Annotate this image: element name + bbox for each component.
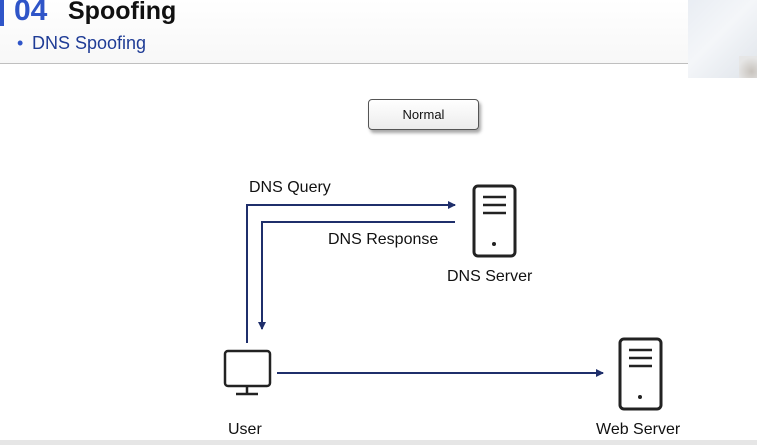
dns-query-arrow <box>246 201 456 343</box>
dns-response-arrow <box>258 221 455 330</box>
web-server-icon <box>618 337 663 411</box>
web-server-label: Web Server <box>596 421 681 438</box>
dns-query-label: DNS Query <box>249 179 331 196</box>
bullet-icon: • <box>17 33 24 53</box>
user-label: User <box>228 421 262 438</box>
slide-header <box>0 0 757 64</box>
slide-title: Spoofing <box>68 0 177 25</box>
dns-server-icon <box>472 184 517 258</box>
header-divider <box>0 63 757 64</box>
section-accent-bar <box>0 0 4 26</box>
presenter-shadow <box>739 56 757 78</box>
presenter-video-thumbnail <box>688 0 757 78</box>
dns-server-label: DNS Server <box>447 268 533 285</box>
user-monitor-icon <box>223 349 272 396</box>
bottom-edge <box>0 440 757 445</box>
normal-mode-button[interactable]: Normal <box>368 99 479 130</box>
slide-subtitle: DNS Spoofing <box>32 33 147 53</box>
section-number: 04 <box>14 0 48 27</box>
dns-response-label: DNS Response <box>328 231 439 248</box>
